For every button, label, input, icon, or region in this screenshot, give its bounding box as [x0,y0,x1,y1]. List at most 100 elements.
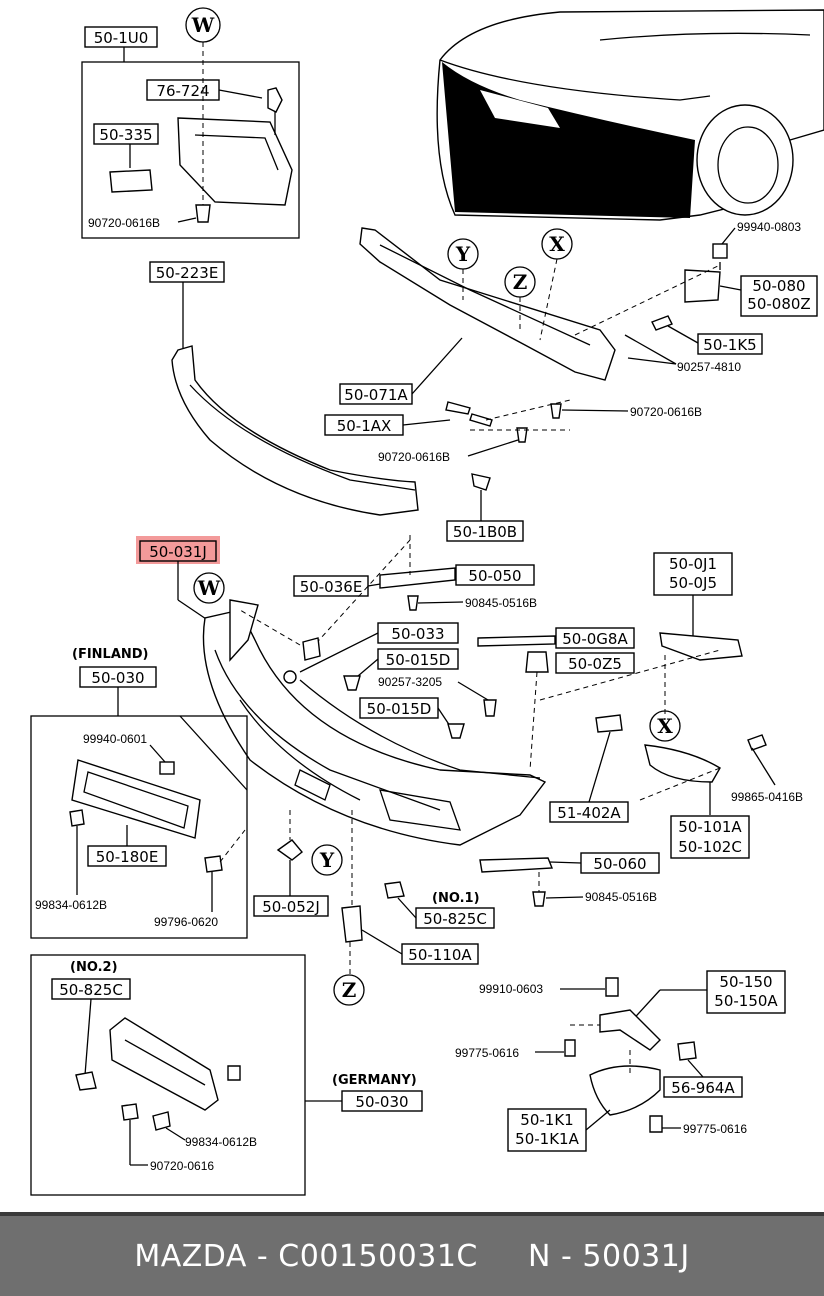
label-50-150a: 50-150A [714,992,778,1010]
clip-icon [384,881,405,899]
svg-text:Y: Y [319,848,335,872]
label-56-964a: 56-964A [671,1079,735,1097]
caption-germany: (GERMANY) [332,1073,417,1088]
callout-z-top: Z [504,266,536,298]
svg-text:X: X [549,232,565,256]
label-50-0z5: 50-0Z5 [568,655,622,673]
bolt-icon [267,87,283,113]
label-50-030-germany: 50-030 [355,1093,408,1111]
label-50-1k1: 50-1K1 [520,1111,573,1129]
pin-icon [651,315,673,331]
germany-inset [30,954,306,1196]
label-50-102c: 50-102C [678,838,742,856]
label-90720-0616: 90720-0616 [150,1159,214,1173]
screw-icon [195,204,211,223]
parts-diagram: 50-1U0 76-724 50-335 90720-0616B W [30,7,824,1196]
label-50-335: 50-335 [99,126,152,144]
label-50-0j1: 50-0J1 [669,555,717,573]
license-plate-bracket-germany [109,1017,219,1111]
label-50-1k1a: 50-1K1A [515,1130,579,1148]
bolt-icon [532,891,546,907]
bolt-icon [564,1039,576,1057]
tow-hook-cover [589,1065,661,1116]
nut-icon [159,761,175,775]
label-50-030: 50-030 [91,669,144,687]
caption-no2: (NO.2) [70,960,118,975]
bracket-50-050 [379,567,456,589]
clip-50-052j [276,839,303,861]
label-50-223e: 50-223E [156,264,219,282]
label-50-015d-lower: 50-015D [367,700,432,718]
bolt-icon [407,595,419,611]
label-90720-0616b: 90720-0616B [88,216,160,230]
screw-icon [747,734,767,751]
screw-icon [121,1103,139,1121]
bracket-50-060 [479,857,554,873]
label-90257-3205: 90257-3205 [378,675,442,689]
label-50-060: 50-060 [593,855,646,873]
label-50-1ax: 50-1AX [337,417,392,435]
svg-text:W: W [191,13,215,37]
lip-spoiler [171,345,419,516]
strip-50-0g8a [477,635,556,647]
clip-51-402a [595,714,623,733]
label-90845-0516b: 90845-0516B [465,596,537,610]
svg-text:Y: Y [455,242,471,266]
callout-x-top: X [541,228,573,260]
side-marker-lamp [644,744,721,783]
clip-icon [343,675,361,691]
label-50-1k5: 50-1K5 [703,336,756,354]
label-50-071a: 50-071A [344,386,408,404]
bumper-fascia [202,609,547,846]
clip-nut [109,169,153,193]
label-99865-0416b: 99865-0416B [731,790,803,804]
label-50-825c: 50-825C [423,910,487,928]
label-50-031j: 50-031J [149,543,207,561]
clip-icon [447,723,465,739]
screw-icon [283,670,297,684]
clip-icon [469,413,493,427]
tow-hook-bracket [599,1009,661,1051]
label-50-0j5: 50-0J5 [669,574,717,592]
clip-icon [471,473,491,491]
undercover-bracket [177,117,293,206]
svg-text:W: W [197,576,221,600]
label-50-1u0: 50-1U0 [94,29,149,47]
label-99834-0612b: 99834-0612B [35,898,107,912]
label-99940-0803: 99940-0803 [737,220,801,234]
label-50-036e: 50-036E [300,578,363,596]
label-90720-0616b-right: 90720-0616B [630,405,702,419]
grommet-icon [677,1041,697,1061]
label-50-0g8a: 50-0G8A [562,630,628,648]
label-99775-0616-lower: 99775-0616 [683,1122,747,1136]
bolt-icon [649,1115,663,1133]
car-front-illustration [436,9,824,221]
clip-icon [605,977,619,997]
bolt-icon [516,427,528,443]
label-99796-0620: 99796-0620 [154,915,218,929]
label-50-080: 50-080 [752,277,805,295]
label-90257-4810: 90257-4810 [677,360,741,374]
clip-icon [445,401,471,415]
label-99775-0616: 99775-0616 [455,1046,519,1060]
bumper-reinforcement [359,227,616,381]
label-50-080z: 50-080Z [747,295,810,313]
footer-bar: MAZDA - C00150031C N - 50031J [0,1212,824,1296]
callout-y-top: Y [447,238,479,270]
clip-icon [483,699,497,717]
sensor-bracket [684,269,721,303]
label-50-015d: 50-015D [386,651,451,669]
label-51-402a: 51-402A [557,804,621,822]
screw-icon [152,1111,171,1131]
undercover-inset: 50-1U0 76-724 50-335 90720-0616B [81,26,300,239]
svg-text:X: X [657,714,673,738]
label-50-101a: 50-101A [678,818,742,836]
clip-icon [75,1071,97,1091]
svg-text:Z: Z [342,978,357,1002]
bracket-50-110a [341,905,363,943]
label-50-033: 50-033 [391,625,444,643]
clip-icon [302,637,321,661]
label-50-050: 50-050 [468,567,521,585]
label-76-724: 76-724 [156,82,209,100]
bolt-icon [550,403,562,419]
